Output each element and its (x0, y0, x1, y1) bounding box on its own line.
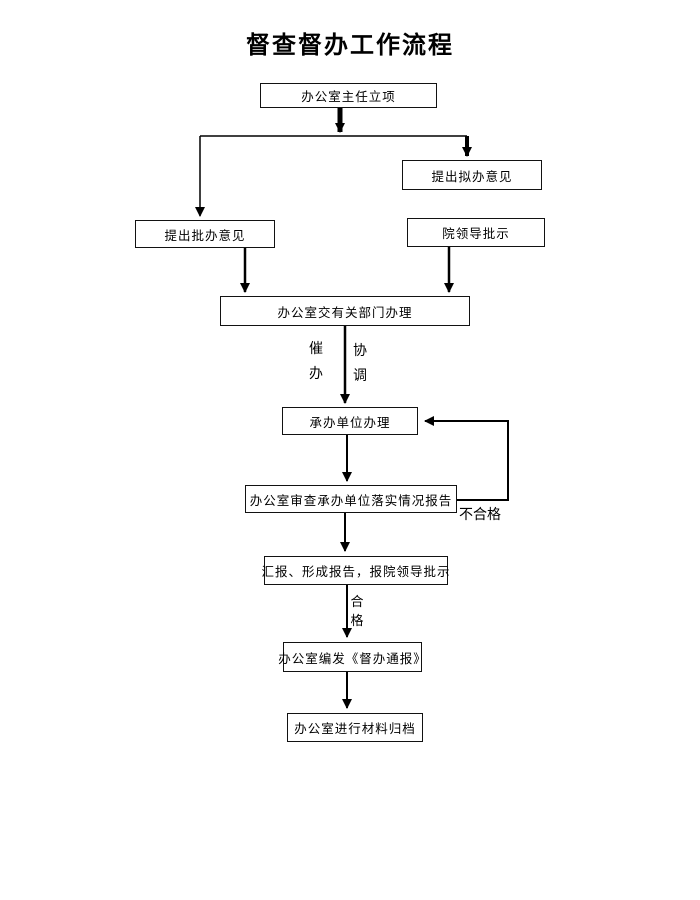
edge-label-coordinate: 协调 (353, 344, 367, 384)
node-propose-draft-opinion: 提出拟办意见 (402, 160, 542, 190)
node-office-assigns-departments: 办公室交有关部门办理 (220, 296, 470, 326)
node-office-archives-materials: 办公室进行材料归档 (287, 713, 423, 742)
node-undertaking-unit-handles: 承办单位办理 (282, 407, 418, 435)
edge-label-urge: 催办 (309, 342, 323, 382)
node-office-issues-bulletin: 办公室编发《督办通报》 (278, 642, 426, 672)
node-office-reviews-report: 办公室审查承办单位落实情况报告 (245, 485, 457, 513)
node-propose-approval-opinion: 提出批办意见 (135, 220, 275, 248)
edge-review-undertake-loop (424, 416, 509, 501)
node-report-to-leaders: 汇报、形成报告，报院领导批示 (262, 556, 450, 585)
edge-label-qualified: 合格 (350, 594, 364, 628)
node-office-director-initiates: 办公室主任立项 (260, 83, 437, 108)
node-leader-instructions: 院领导批示 (407, 218, 545, 247)
page-title: 督查督办工作流程 (246, 33, 454, 59)
edge-label-unqualified: 不合格 (459, 508, 501, 523)
